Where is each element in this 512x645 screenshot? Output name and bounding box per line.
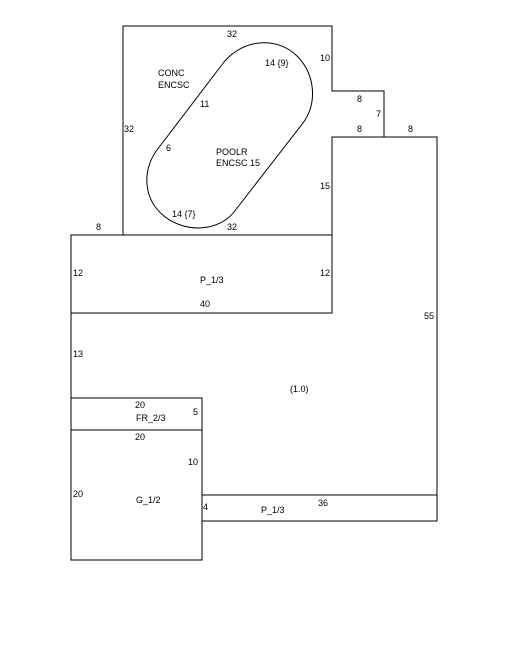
dim-main-right: 55 bbox=[424, 311, 434, 321]
dim-main-left: 13 bbox=[73, 349, 83, 359]
pool-outline bbox=[146, 42, 314, 229]
dim-pool-left-upper: 11 bbox=[200, 99, 209, 109]
dim-left-ext: 8 bbox=[96, 222, 101, 232]
area-label-frame: FR_2/3 bbox=[136, 413, 166, 423]
dim-pool-bottom: 14 {7} bbox=[172, 209, 196, 219]
area-label-porch-top: P_1/3 bbox=[200, 275, 224, 285]
area-label-pool-line1: POOLR bbox=[216, 147, 248, 157]
dim-porch2-left: 4 bbox=[203, 502, 208, 512]
area-label-pool-line2: ENCSC 15 bbox=[216, 158, 260, 168]
dim-porch-left: 12 bbox=[73, 268, 83, 278]
dim-step-top: 8 bbox=[357, 94, 362, 104]
main-house-outline bbox=[70, 136, 438, 522]
area-label-conc-line1: CONC bbox=[158, 68, 185, 78]
dim-conc-bottom: 32 bbox=[227, 222, 237, 232]
area-label-garage: G_1/2 bbox=[136, 495, 161, 505]
dim-garage-top: 20 bbox=[135, 432, 145, 442]
area-label-main: (1.0) bbox=[290, 384, 309, 394]
dim-porch-bottom: 40 bbox=[200, 299, 210, 309]
dim-conc-left: 32 bbox=[124, 124, 134, 134]
dim-conc-right-lower: 15 bbox=[320, 181, 330, 191]
area-label-pool: POOLR ENCSC 15 bbox=[216, 147, 260, 168]
area-label-conc: CONC ENCSC bbox=[158, 68, 190, 90]
dim-pool-left-lower: 6 bbox=[166, 143, 171, 153]
dim-pool-top: 14 {9} bbox=[265, 58, 289, 68]
dim-frame-top: 20 bbox=[135, 400, 145, 410]
area-label-porch-bottom: P_1/3 bbox=[261, 505, 285, 515]
dim-step-bottom: 8 bbox=[357, 124, 362, 134]
dim-conc-right-upper: 10 bbox=[320, 53, 330, 63]
dim-porch-right: 12 bbox=[320, 268, 330, 278]
conc-enclosure-outline bbox=[122, 25, 385, 236]
dim-garage-right: 10 bbox=[188, 457, 198, 467]
dim-frame-right: 5 bbox=[193, 407, 198, 417]
area-label-conc-line2: ENCSC bbox=[158, 80, 190, 90]
dim-conc-top: 32 bbox=[227, 29, 237, 39]
porch-top-outline bbox=[70, 234, 333, 314]
dim-step-right: 7 bbox=[376, 109, 381, 119]
dim-main-top-right: 8 bbox=[408, 124, 413, 134]
dim-garage-left: 20 bbox=[73, 489, 83, 499]
dim-porch2-top: 36 bbox=[318, 498, 328, 508]
